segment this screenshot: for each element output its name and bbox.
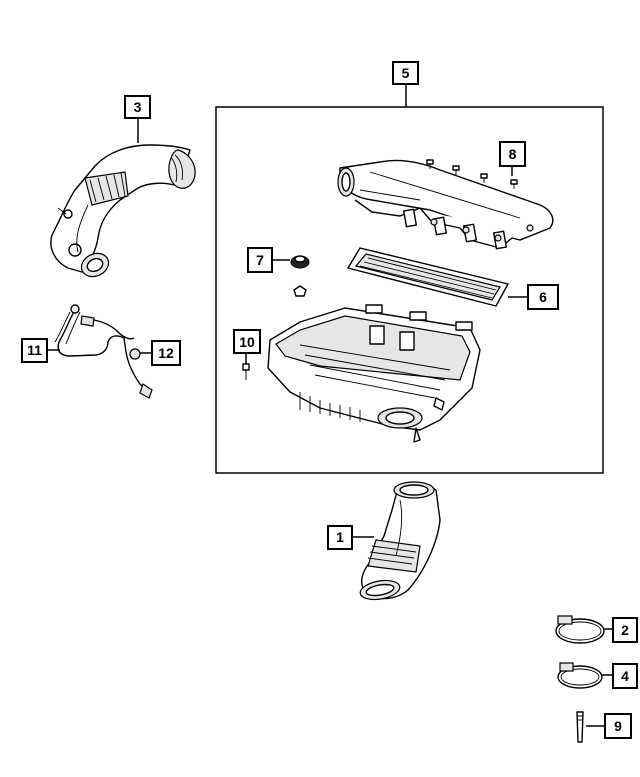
part-7-grommet[interactable] (290, 255, 310, 297)
callout-9: 9 (604, 713, 632, 739)
callout-2: 2 (612, 617, 638, 643)
part-8-air-cleaner-cover[interactable] (337, 159, 554, 250)
callout-8-label: 8 (509, 146, 517, 162)
air-cleaner-housing[interactable] (267, 304, 481, 443)
part-1-lower-intake-duct[interactable] (359, 481, 441, 602)
callout-3: 3 (124, 95, 151, 119)
callout-11-label: 11 (27, 342, 42, 358)
callout-5: 5 (392, 61, 419, 85)
callout-7-label: 7 (256, 252, 264, 268)
callout-10-label: 10 (239, 334, 255, 350)
part-2-clamp[interactable] (555, 615, 605, 644)
callout-7: 7 (247, 247, 273, 273)
assembly-5-frame (215, 106, 604, 474)
part-10-bolt[interactable] (242, 363, 250, 380)
callout-9-label: 9 (614, 718, 622, 734)
callout-3-label: 3 (134, 99, 142, 115)
part-12-hose[interactable] (125, 348, 153, 399)
callout-11: 11 (21, 338, 48, 363)
part-11-breather-hose[interactable] (54, 304, 135, 357)
callout-12-label: 12 (158, 345, 174, 361)
part-9-pin[interactable] (576, 711, 584, 743)
part-4-clamp[interactable] (557, 662, 603, 689)
callout-4: 4 (612, 663, 638, 689)
callout-6-label: 6 (539, 289, 547, 305)
callout-4-label: 4 (621, 668, 629, 684)
callout-2-label: 2 (621, 622, 629, 638)
part-3-upper-intake-duct[interactable] (50, 144, 196, 281)
callout-12: 12 (151, 340, 181, 366)
callout-8: 8 (499, 141, 526, 167)
callout-1-label: 1 (336, 529, 344, 545)
part-8-screws[interactable] (426, 159, 518, 189)
callout-6: 6 (527, 284, 559, 310)
callout-1: 1 (327, 525, 353, 550)
callout-5-label: 5 (402, 65, 410, 81)
callout-10: 10 (233, 329, 261, 354)
part-6-air-filter[interactable] (347, 247, 509, 307)
